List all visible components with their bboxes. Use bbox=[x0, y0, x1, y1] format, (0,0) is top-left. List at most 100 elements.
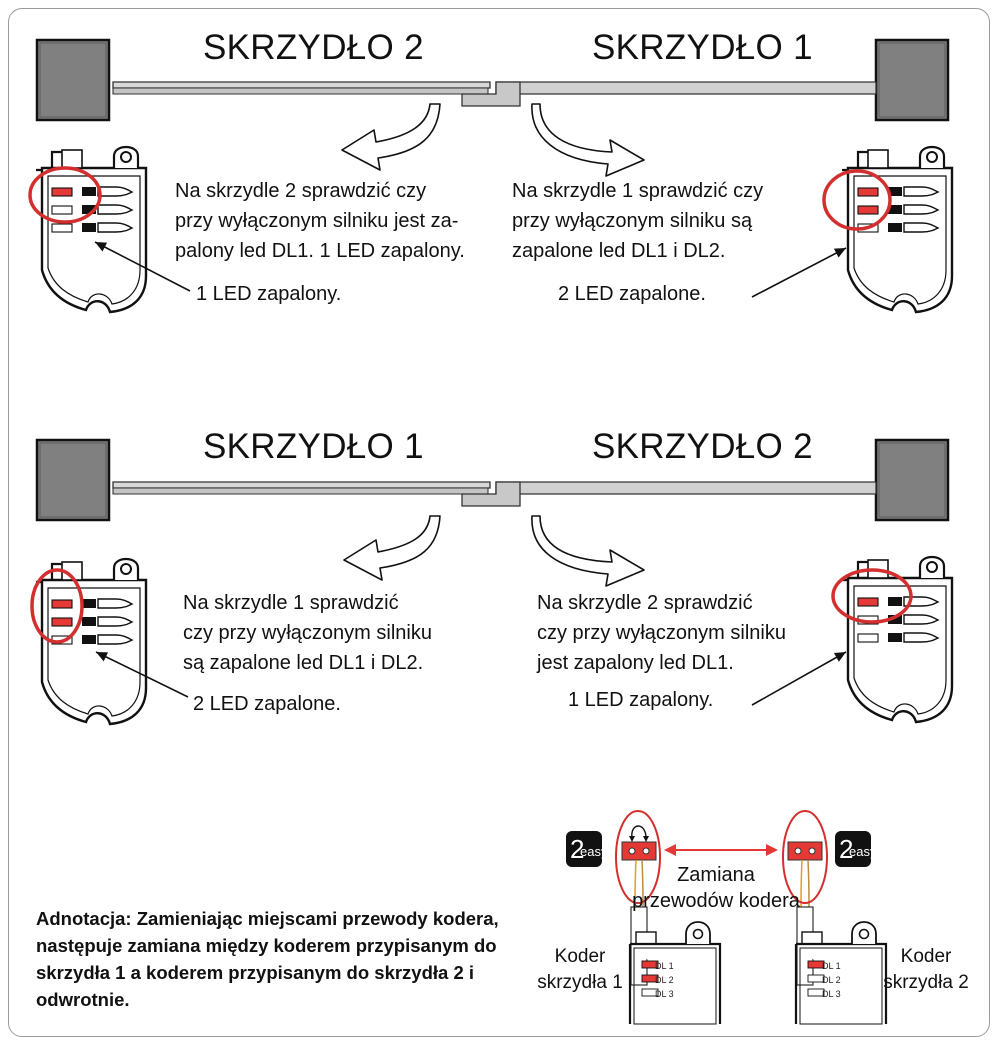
right-mini-coder-inner bbox=[799, 947, 883, 1025]
bottom-left-instruction: Na skrzydle 1 sprawdzić czy przy wyłączo… bbox=[183, 592, 432, 674]
left-encoder-connector-pin-a bbox=[628, 847, 636, 855]
left-coder-dl1: DL 1 bbox=[655, 961, 674, 971]
top-right-controller-led-2 bbox=[857, 205, 879, 215]
top-left-controller-connector-1 bbox=[82, 187, 96, 196]
bottom-right-arm bbox=[495, 481, 877, 495]
left-mini-coder-led-3 bbox=[641, 988, 659, 997]
left-encoder-connector-pin-b bbox=[642, 847, 650, 855]
top-right-led-highlight bbox=[822, 169, 892, 231]
bottom-left-arm bbox=[112, 481, 491, 489]
bottom-right-controller-pin-2 bbox=[903, 614, 940, 625]
left-mini-coder-led-1 bbox=[641, 960, 659, 969]
left-coder-label: Koder skrzydła 1 bbox=[537, 946, 623, 993]
top-right-pointer-head bbox=[833, 248, 846, 258]
bottom-right-led-label: 1 LED zapalony. bbox=[568, 689, 714, 711]
left-coder-dl2: DL 2 bbox=[655, 975, 674, 985]
top-left-arm-lower bbox=[112, 87, 489, 95]
bottom-right-motor bbox=[874, 438, 950, 522]
left-mini-coder-inner bbox=[633, 947, 717, 1025]
top-left-controller-pin-1 bbox=[97, 186, 134, 197]
left-encoder-connector-plug bbox=[621, 841, 657, 861]
bottom-right-controller-connector-1 bbox=[888, 597, 902, 606]
bottom-right-controller-connector-3 bbox=[888, 633, 902, 642]
bottom-right-instruction: Na skrzydle 2 sprawdzić czy przy wyłączo… bbox=[537, 592, 786, 674]
bottom-left-led-highlight bbox=[30, 568, 84, 644]
top-right-controller-pin-3 bbox=[903, 222, 940, 233]
top-left-controller-connector-3 bbox=[82, 223, 96, 232]
right-encoder-connector-plug bbox=[787, 841, 823, 861]
top-left-motor-edge bbox=[39, 42, 107, 118]
bottom-left-controller-led-1 bbox=[51, 599, 73, 609]
top-left-controller bbox=[36, 145, 148, 314]
diagram-frame bbox=[8, 8, 990, 1037]
top-right-rotation-arrow bbox=[531, 103, 645, 177]
top-left-controller-lug-hole bbox=[120, 151, 132, 163]
top-left-rotation-arrow bbox=[341, 103, 441, 171]
bottom-left-led-label: 2 LED zapalone. bbox=[193, 693, 341, 715]
pin-swap-head-right bbox=[643, 836, 649, 842]
swap-arrow-left-head bbox=[664, 844, 676, 856]
right-coder-dl2: DL 2 bbox=[822, 975, 841, 985]
right-coder-dl3: DL 3 bbox=[822, 989, 841, 999]
top-right-controller-led-1 bbox=[857, 187, 879, 197]
pin-swap-arc bbox=[631, 825, 647, 839]
top-right-wing-title: SKRZYDŁO 1 bbox=[592, 28, 813, 67]
bottom-right-pointer bbox=[751, 651, 847, 706]
top-right-pointer bbox=[751, 247, 847, 298]
top-left-led-highlight bbox=[28, 166, 102, 224]
bottom-left-controller-led-2 bbox=[51, 617, 73, 627]
top-right-arm bbox=[495, 81, 877, 95]
right-encoder-connector-pin-b bbox=[808, 847, 816, 855]
bottom-left-controller-pin-3 bbox=[97, 634, 134, 645]
left-encoder-connector-wire-b bbox=[641, 859, 644, 908]
bottom-right-controller-pin-3 bbox=[903, 632, 940, 643]
top-right-controller-inner bbox=[853, 175, 947, 305]
top-left-controller-body bbox=[40, 166, 148, 314]
left-connector-highlight bbox=[615, 810, 661, 904]
top-right-controller-connector-1 bbox=[888, 187, 902, 196]
bottom-right-controller bbox=[842, 555, 954, 724]
right-connector-highlight bbox=[782, 810, 828, 904]
top-left-led-label: 1 LED zapalony. bbox=[196, 283, 342, 305]
bottom-right-controller-body bbox=[846, 576, 954, 724]
right-mini-coder-led-1 bbox=[807, 960, 825, 969]
top-left-pointer-head bbox=[95, 242, 108, 252]
top-right-instruction: Na skrzydle 1 sprawdzić czy przy wyłączo… bbox=[512, 180, 764, 262]
pin-swap-head-left bbox=[629, 836, 635, 842]
bottom-left-arm-lower bbox=[112, 487, 489, 495]
left-mini-coder-led-2 bbox=[641, 974, 659, 983]
top-overlap-joint bbox=[461, 81, 521, 107]
top-left-controller-pin-3 bbox=[97, 222, 134, 233]
bottom-overlap-joint bbox=[461, 481, 521, 507]
bottom-right-controller-lug-hole bbox=[926, 561, 938, 573]
bottom-left-controller bbox=[36, 557, 148, 726]
top-right-controller-connector-2 bbox=[888, 205, 902, 214]
top-left-instruction: Na skrzydle 2 sprawdzić czy przy wyłączo… bbox=[175, 180, 465, 262]
bottom-right-pointer-head bbox=[833, 652, 846, 662]
bottom-left-controller-pin-1 bbox=[97, 598, 134, 609]
bottom-left-controller-pin-2 bbox=[97, 616, 134, 627]
top-left-controller-led-1 bbox=[51, 187, 73, 197]
bottom-right-controller-connector-2 bbox=[888, 615, 902, 624]
bottom-right-motor-edge bbox=[878, 442, 946, 518]
top-left-pointer bbox=[94, 241, 191, 292]
top-right-controller-connector-3 bbox=[888, 223, 902, 232]
top-left-controller-connector-2 bbox=[82, 205, 96, 214]
bottom-right-wing-title: SKRZYDŁO 2 bbox=[592, 427, 813, 466]
top-left-controller-led-3 bbox=[51, 223, 73, 233]
right-encoder-connector-pin-a bbox=[794, 847, 802, 855]
top-left-controller-pin-2 bbox=[97, 204, 134, 215]
top-right-motor-edge bbox=[878, 42, 946, 118]
bottom-right-led-highlight bbox=[831, 568, 913, 624]
right-coder-label: Koder skrzydła 2 bbox=[883, 946, 969, 993]
top-right-controller-pin-1 bbox=[903, 186, 940, 197]
top-right-motor bbox=[874, 38, 950, 122]
left-mini-coder-lug-hole bbox=[692, 928, 704, 940]
swap-wires-label: Zamiana przewodów kodera bbox=[632, 864, 800, 912]
top-left-arm bbox=[112, 81, 491, 89]
bottom-left-motor-edge bbox=[39, 442, 107, 518]
bottom-left-controller-connector-1 bbox=[82, 599, 96, 608]
